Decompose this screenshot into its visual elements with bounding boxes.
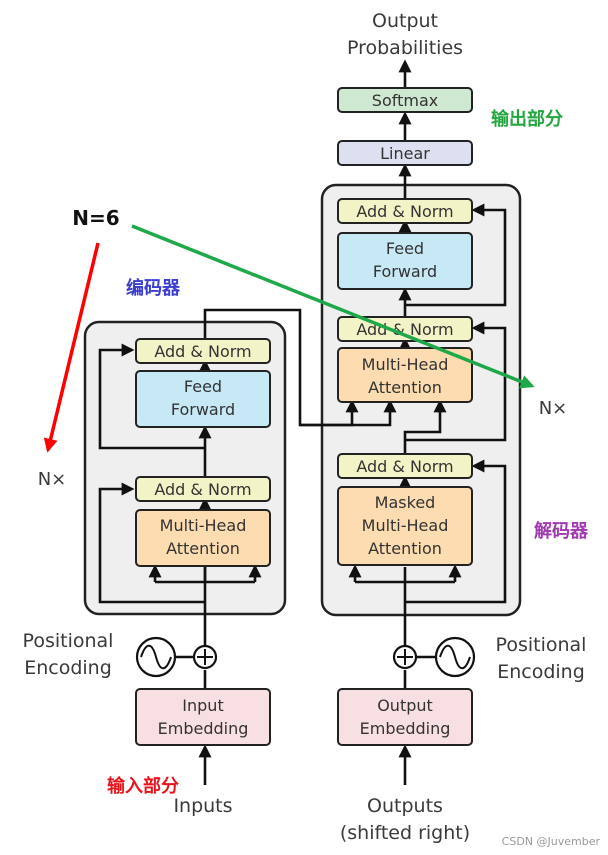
encoder-positional-line1: Positional — [23, 630, 114, 652]
decoder-cross-attn-line2: Attention — [368, 378, 442, 397]
linear-box — [337, 140, 473, 166]
red-arrow — [43, 242, 100, 453]
output-label-line2: Probabilities — [347, 37, 463, 59]
decoder-cn-label: 解码器 — [534, 520, 589, 542]
decoder-masked-attention — [337, 486, 473, 566]
encoder-positional-line2: Encoding — [24, 657, 112, 679]
plus-icon — [397, 649, 413, 665]
encoder-attn-line1: Multi-Head — [160, 516, 247, 535]
decoder-masked-line3: Attention — [368, 539, 442, 558]
decoder-add-norm-3 — [337, 198, 473, 224]
decoder-feed-forward — [337, 232, 473, 290]
encoder-cn-label: 编码器 — [126, 277, 181, 299]
encoder-feed-forward — [135, 370, 271, 428]
outputs-label-line2: (shifted right) — [340, 822, 470, 844]
encoder-add-norm-1 — [135, 476, 271, 502]
n-equals-label: N=6 — [72, 206, 119, 230]
encoder-nx-label: N× — [38, 469, 67, 490]
linear-label: Linear — [380, 144, 430, 163]
encoder-add-norm-2-label: Add & Norm — [154, 342, 251, 361]
sine-curve — [140, 644, 172, 670]
softmax-box — [337, 87, 473, 113]
input-embedding-box — [135, 688, 271, 746]
decoder-cross-attention — [337, 347, 473, 403]
encoder-attn-line2: Attention — [166, 539, 240, 558]
decoder-masked-line1: Masked — [375, 493, 436, 512]
watermark: CSDN @Juvember — [502, 835, 601, 848]
decoder-add-norm-3-label: Add & Norm — [356, 202, 453, 221]
encoder-attention — [135, 509, 271, 567]
decoder-add-norm-1-label: Add & Norm — [356, 457, 453, 476]
decoder-nx-label: N× — [539, 398, 568, 419]
decoder-ff-line2: Forward — [373, 262, 437, 281]
decoder-positional-line2: Encoding — [497, 661, 585, 683]
output-embedding-box — [337, 688, 473, 746]
decoder-cross-attn-line1: Multi-Head — [362, 355, 449, 374]
output-cn-label: 输出部分 — [491, 108, 563, 130]
decoder-positional-line1: Positional — [496, 634, 587, 656]
softmax-label: Softmax — [372, 91, 438, 110]
decoder-add-norm-1 — [337, 453, 473, 479]
output-embedding-line1: Output — [377, 696, 433, 715]
plus-icon — [197, 649, 213, 665]
green-arrow — [131, 224, 535, 389]
decoder-ff-line1: Feed — [386, 239, 424, 258]
output-label-line1: Output — [372, 10, 438, 32]
output-embedding-line2: Embedding — [360, 719, 451, 738]
outputs-label-line1: Outputs — [367, 795, 443, 817]
decoder-masked-line2: Multi-Head — [362, 516, 449, 535]
input-embedding-line2: Embedding — [158, 719, 249, 738]
input-cn-label: 输入部分 — [107, 775, 179, 797]
inputs-label: Inputs — [173, 795, 232, 817]
encoder-ff-line2: Forward — [171, 400, 235, 419]
encoder-add-norm-1-label: Add & Norm — [154, 480, 251, 499]
input-embedding-line1: Input — [182, 696, 223, 715]
encoder-add-norm-2 — [135, 338, 271, 364]
sine-curve — [439, 644, 471, 670]
encoder-ff-line1: Feed — [184, 377, 222, 396]
